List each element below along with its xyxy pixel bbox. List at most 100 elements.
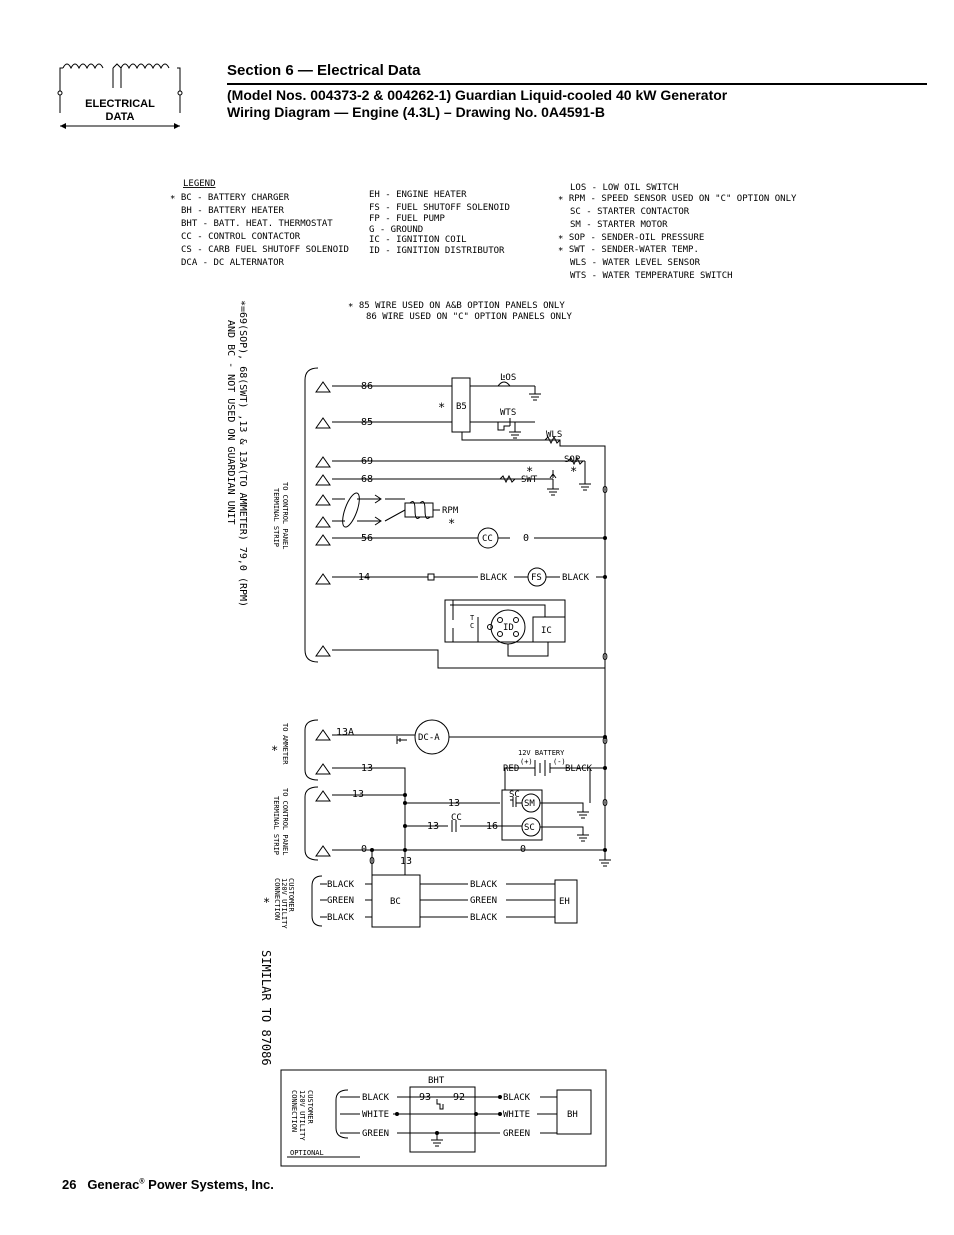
wire-68: 68 bbox=[361, 474, 373, 485]
customer-label: CONNECTION bbox=[273, 878, 281, 920]
id-label: ID bbox=[503, 623, 514, 633]
los-label: LOS bbox=[500, 373, 516, 383]
diagram-subtitle: (Model Nos. 004373-2 & 004262-1) Guardia… bbox=[227, 87, 727, 121]
t-label: T bbox=[470, 614, 475, 622]
color-black: BLACK bbox=[327, 913, 355, 923]
cc-label: CC bbox=[482, 534, 493, 544]
ammeter-asterisk: ∗ bbox=[271, 741, 278, 755]
legend-item: SM - STARTER MOTOR bbox=[570, 220, 668, 230]
wire-13: 13 bbox=[448, 798, 460, 809]
junction-dots bbox=[370, 536, 607, 1135]
terminal-strip-label: TERMINAL STRIP bbox=[272, 796, 280, 855]
dca-label: DC-A bbox=[418, 733, 440, 743]
legend-col1: ∗ BC - BATTERY CHARGER BH - BATTERY HEAT… bbox=[170, 193, 349, 268]
company-name: Generac bbox=[87, 1177, 140, 1192]
legend-col3: LOS - LOW OIL SWITCH ∗ RPM - SPEED SENSO… bbox=[558, 183, 797, 281]
rpm-asterisk: ∗ bbox=[448, 514, 455, 528]
sm-label: SM bbox=[524, 799, 535, 809]
battery-minus: (-) bbox=[553, 758, 566, 766]
legend-item: DCA - DC ALTERNATOR bbox=[181, 258, 285, 268]
wire-14: 14 bbox=[358, 572, 370, 583]
swt-asterisk: ∗ bbox=[526, 462, 533, 476]
color-black: BLACK bbox=[327, 880, 355, 890]
page-number: 26 bbox=[62, 1177, 77, 1192]
wire-note-1: ∗ 85 WIRE USED ON A&B OPTION PANELS ONLY bbox=[348, 301, 565, 311]
eh-label: EH bbox=[559, 897, 570, 907]
sop-asterisk: ∗ bbox=[570, 462, 577, 476]
wire-13: 13 bbox=[427, 821, 439, 832]
swt-label: SWT bbox=[521, 475, 538, 485]
legend-item: EH - ENGINE HEATER bbox=[369, 190, 467, 200]
header-rule bbox=[227, 83, 927, 85]
similar-note: SIMILAR TO 87086 bbox=[259, 950, 273, 1066]
subtitle-line2: Wiring Diagram — Engine (4.3L) – Drawing… bbox=[227, 104, 605, 120]
wire-13: 13 bbox=[352, 789, 364, 800]
color-black: BLACK bbox=[470, 880, 498, 890]
wiring-lines bbox=[280, 367, 611, 1167]
b5-asterisk: ∗ bbox=[438, 398, 445, 412]
section-title: Section 6 — Electrical Data bbox=[227, 62, 421, 79]
company-suffix: Power Systems, Inc. bbox=[144, 1177, 274, 1192]
wts-label: WTS bbox=[500, 408, 516, 418]
legend-item: CC - CONTROL CONTACTOR bbox=[181, 232, 301, 242]
color-white: WHITE bbox=[362, 1110, 389, 1120]
legend-item: WTS - WATER TEMPERATURE SWITCH bbox=[570, 271, 733, 281]
color-green: GREEN bbox=[327, 896, 354, 906]
wire-note-2: 86 WIRE USED ON "C" OPTION PANELS ONLY bbox=[366, 312, 572, 322]
legend-item: WLS - WATER LEVEL SENSOR bbox=[570, 258, 701, 268]
wire-13a: 13A bbox=[336, 727, 354, 738]
page-footer: 26 Generac® Power Systems, Inc. bbox=[62, 1177, 274, 1192]
logo-line1: ELECTRICAL bbox=[85, 98, 155, 110]
wire-86: 86 bbox=[361, 381, 373, 392]
bht-label: BHT bbox=[428, 1076, 445, 1086]
wire-0: 0 bbox=[369, 856, 375, 867]
wire-13: 13 bbox=[400, 856, 412, 867]
vertical-note-1: ∗=69(SOP), 68(SWT) ,13 & 13A(TO AMMETER)… bbox=[237, 300, 248, 607]
logo-line2: DATA bbox=[106, 111, 135, 123]
color-green: GREEN bbox=[470, 896, 497, 906]
color-black: BLACK bbox=[362, 1093, 390, 1103]
terminal-strip-label: TERMINAL STRIP bbox=[272, 488, 280, 547]
ammeter-label: TO bbox=[281, 723, 289, 731]
wire-69: 69 bbox=[361, 456, 373, 467]
color-red: RED bbox=[503, 764, 519, 774]
color-green: GREEN bbox=[503, 1129, 530, 1139]
ic-label: IC bbox=[541, 626, 552, 636]
color-black: BLACK bbox=[480, 573, 508, 583]
terminal-strip-label: TO CONTROL PANEL bbox=[281, 482, 289, 549]
color-black: BLACK bbox=[470, 913, 498, 923]
color-black: BLACK bbox=[565, 764, 593, 774]
optional-label: OPTIONAL bbox=[290, 1149, 324, 1157]
legend-item: ∗ SOP - SENDER-OIL PRESSURE bbox=[558, 233, 704, 243]
wire-color-labels: BLACK BLACK RED BLACK BLACK GREEN BLACK … bbox=[327, 573, 593, 1139]
legend-item: FP - FUEL PUMP bbox=[369, 214, 445, 224]
wire-0: 0 bbox=[602, 485, 608, 496]
customer-label: 120V UTILITY bbox=[280, 878, 288, 929]
battery-label: 12V BATTERY bbox=[518, 749, 565, 757]
sc-motor-label: SC bbox=[524, 823, 535, 833]
color-black: BLACK bbox=[562, 573, 590, 583]
opt-customer-label: 120V UTILITY bbox=[298, 1090, 306, 1141]
vertical-note-2: AND BC - NOT USED ON GUARDIAN UNIT bbox=[225, 320, 236, 525]
legend-item: ∗ SWT - SENDER-WATER TEMP. bbox=[558, 245, 699, 255]
wire-0: 0 bbox=[602, 736, 608, 747]
opt-customer-label: CONNECTION bbox=[290, 1090, 298, 1132]
legend-item: G - GROUND bbox=[369, 225, 423, 235]
fs-label: FS bbox=[531, 573, 542, 583]
wire-0: 0 bbox=[520, 844, 526, 855]
c-label: C bbox=[470, 622, 474, 630]
legend-col2: EH - ENGINE HEATER FS - FUEL SHUTOFF SOL… bbox=[369, 190, 510, 256]
wire-93: 93 bbox=[419, 1092, 431, 1103]
wls-label: WLS bbox=[546, 430, 562, 440]
legend-item: FS - FUEL SHUTOFF SOLENOID bbox=[369, 203, 510, 213]
legend-item: ∗ RPM - SPEED SENSOR USED ON "C" OPTION … bbox=[558, 194, 797, 204]
sop-label: SOP bbox=[564, 455, 581, 465]
wire-0: 0 bbox=[602, 652, 608, 663]
legend-item: LOS - LOW OIL SWITCH bbox=[570, 183, 678, 193]
component-labels: LOS WTS B5 ∗ WLS SOP ∗ ∗ SWT RPM ∗ CC FS… bbox=[390, 373, 581, 1120]
subtitle-line1: (Model Nos. 004373-2 & 004262-1) Guardia… bbox=[227, 87, 728, 103]
electrical-data-logo: ELECTRICAL DATA bbox=[55, 58, 185, 138]
customer-asterisk: ∗ bbox=[263, 893, 270, 907]
bh-label: BH bbox=[567, 1110, 578, 1120]
